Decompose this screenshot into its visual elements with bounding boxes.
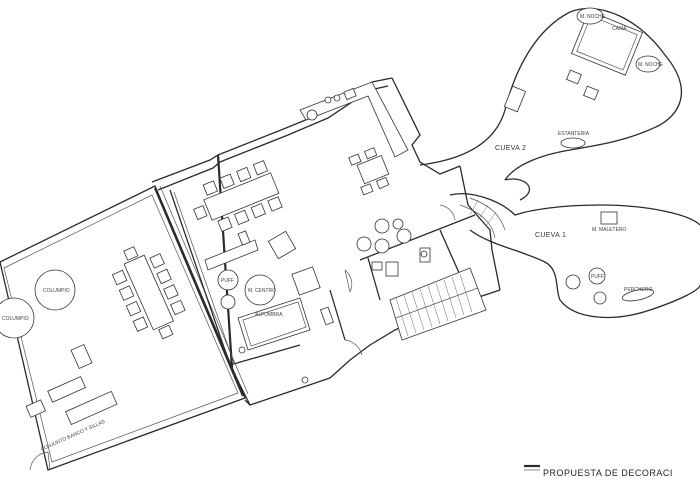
cave-2: CUEVA 2 CAMA M. NOCHE M. NOCHE ESTANTERI… bbox=[419, 7, 682, 181]
cama-label: CAMA bbox=[612, 26, 627, 32]
cueva-2-label: CUEVA 2 bbox=[495, 145, 526, 152]
puff-2-label: PUFF bbox=[591, 274, 604, 280]
terrace-dining-table bbox=[111, 246, 186, 340]
kitchen-table bbox=[348, 147, 390, 196]
interior-dining-table bbox=[193, 160, 283, 232]
drawing-title-block: PROPUESTA DE DECORACI bbox=[524, 464, 673, 478]
m-maletero-label: M. MALETERO bbox=[592, 227, 627, 233]
perchero-label: PERCHERO bbox=[624, 287, 652, 293]
staircase bbox=[389, 267, 487, 341]
terrace-bench-set: CONJUNTO BANCO Y SILLAS bbox=[25, 343, 118, 453]
estanteria-label: ESTANTERIA bbox=[558, 131, 590, 137]
living-room: PUFF M. CENTRO ALFOMBRA bbox=[204, 230, 335, 384]
kitchen-counter bbox=[299, 81, 409, 158]
cueva-1-label: CUEVA 1 bbox=[535, 232, 566, 239]
terrace-area bbox=[0, 185, 249, 471]
main-house-walls bbox=[151, 77, 501, 406]
bathroom bbox=[371, 247, 431, 277]
doors bbox=[344, 204, 456, 356]
sofa-label: ALFOMBRA bbox=[255, 312, 283, 318]
cave-1: CUEVA 1 M. MALETERO PUFF PERCHERO bbox=[449, 178, 700, 318]
columpio-2: COLUMPIO bbox=[0, 297, 35, 339]
m-noche-2-label: M. NOCHE bbox=[638, 62, 664, 68]
puff-1-label: PUFF bbox=[221, 278, 234, 284]
columpio-2-label: COLUMPIO bbox=[2, 316, 29, 322]
columpio-1: COLUMPIO bbox=[34, 269, 76, 311]
m-centro-label: M. CENTRO bbox=[248, 288, 276, 294]
drawing-title: PROPUESTA DE DECORACI bbox=[543, 468, 673, 478]
stools-cluster bbox=[356, 218, 412, 254]
columpio-1-label: COLUMPIO bbox=[43, 288, 70, 294]
m-noche-1-label: M. NOCHE bbox=[580, 14, 606, 20]
